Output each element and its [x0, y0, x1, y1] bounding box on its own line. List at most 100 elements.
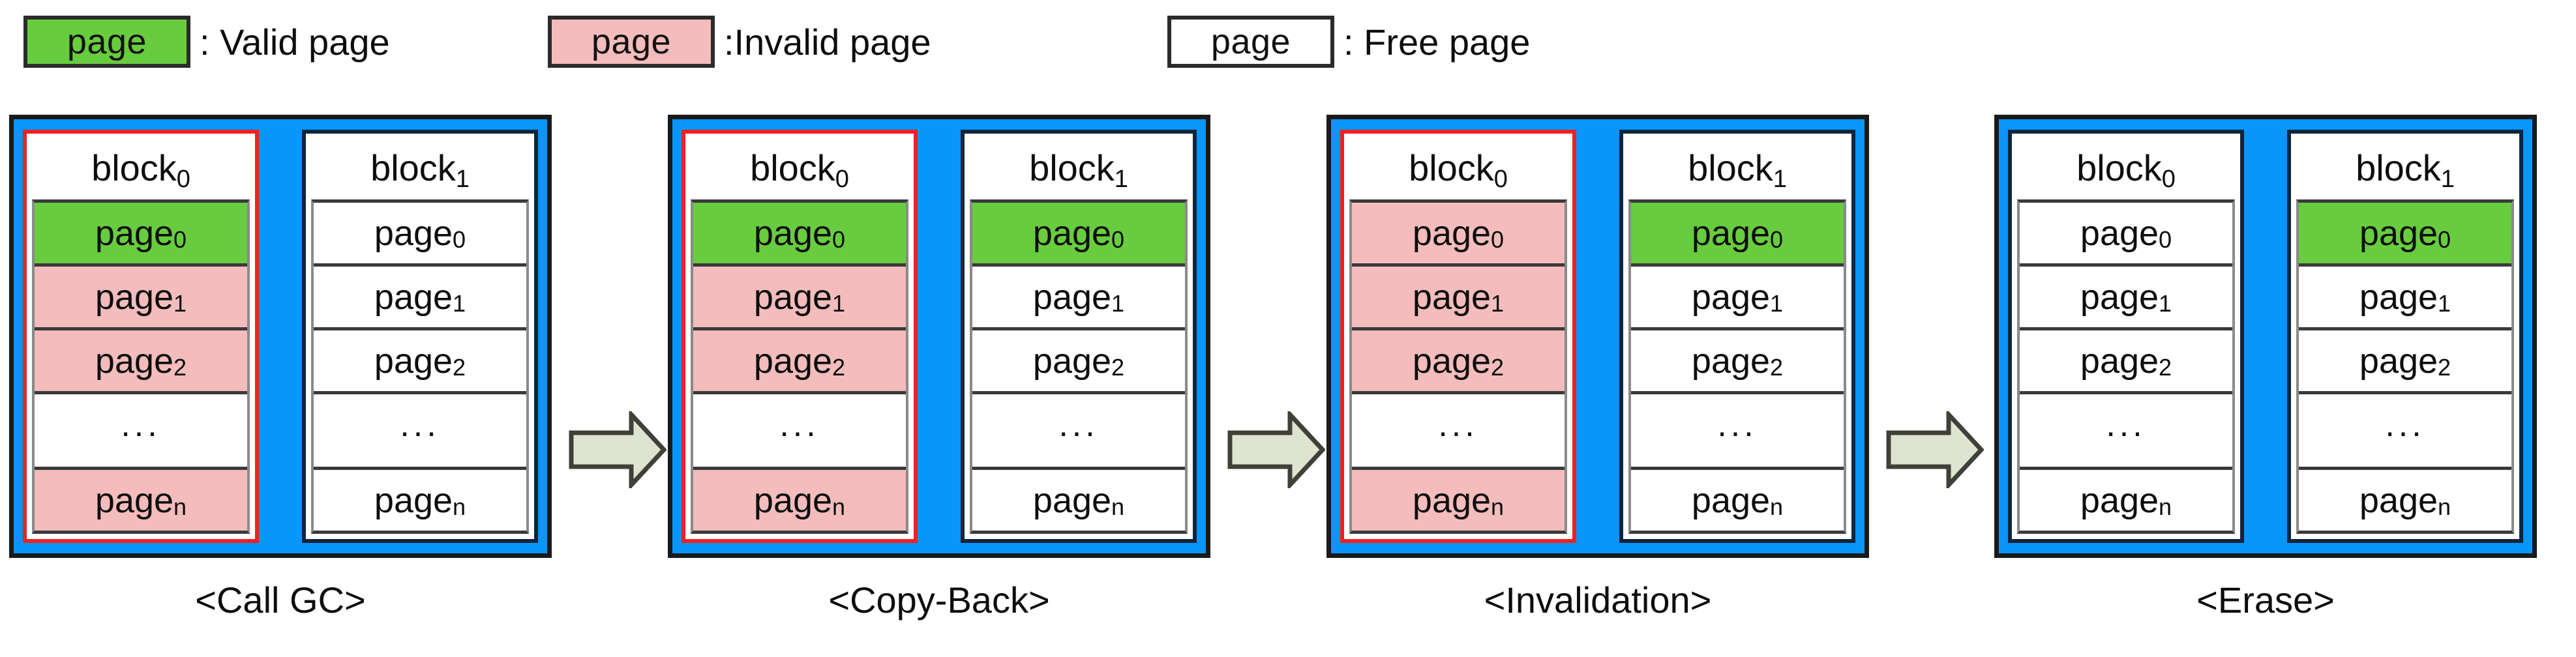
- page-cell-label: page: [1691, 213, 1771, 253]
- page-cell-label: page: [2359, 213, 2438, 253]
- block-title: block0: [2017, 137, 2235, 199]
- page-cell-subscript: 1: [2438, 289, 2451, 317]
- page-ellipsis[interactable]: ...: [693, 394, 906, 470]
- page-ellipsis[interactable]: ...: [972, 394, 1185, 470]
- legend-item-invalid: page:Invalid page: [548, 0, 931, 83]
- block-title: block1: [1628, 137, 1846, 199]
- page-ellipsis[interactable]: ...: [1352, 394, 1565, 470]
- page-cell-label: ...: [1438, 405, 1478, 444]
- page-ellipsis[interactable]: ...: [1631, 394, 1844, 470]
- page-cell-label: page: [2080, 480, 2159, 520]
- page-cell-subscript: 2: [832, 353, 846, 381]
- block-title-text: block: [2076, 147, 2162, 188]
- page-cell-label: ...: [1058, 405, 1099, 444]
- page-cell-subscript: 2: [1111, 353, 1125, 381]
- block-title-text: block: [1409, 147, 1494, 188]
- page-cell-subscript: 1: [832, 289, 846, 317]
- block-title: block1: [2296, 137, 2514, 199]
- block-title-text: block: [1688, 147, 1773, 188]
- page-cell-subscript: 2: [1491, 353, 1505, 381]
- page-cell-subscript: 2: [2159, 353, 2172, 381]
- block-title-subscript: 0: [1493, 166, 1508, 193]
- legend-label-valid: : Valid page: [200, 21, 390, 63]
- page-cell-label: page: [374, 480, 453, 520]
- block-title-text: block: [91, 147, 177, 188]
- page-cell-subscript: 1: [173, 289, 187, 317]
- stage-label: <Erase>: [2196, 579, 2335, 620]
- page-cell-label: ...: [121, 405, 161, 444]
- page-cell-subscript: 0: [173, 226, 187, 253]
- page-cell-label: page: [374, 341, 453, 381]
- page-ellipsis[interactable]: ...: [2020, 394, 2232, 470]
- page-ellipsis[interactable]: ...: [35, 394, 247, 470]
- page-cell-subscript: n: [173, 493, 187, 520]
- page-cell-label: page: [1691, 277, 1771, 317]
- page-ellipsis[interactable]: ...: [314, 394, 526, 470]
- block-title: block1: [311, 137, 529, 199]
- page-cell-subscript: 1: [1111, 289, 1125, 317]
- page-cell-subscript: 2: [173, 353, 187, 381]
- page-cell-label: page: [1691, 341, 1771, 381]
- page-cell-label: page: [1691, 480, 1771, 520]
- page-cell-subscript: 0: [1491, 226, 1505, 253]
- page-cell-label: ...: [1717, 405, 1758, 444]
- page-cell-subscript: 0: [453, 226, 466, 253]
- page-ellipsis[interactable]: ...: [2299, 394, 2511, 470]
- page-cell-subscript: 1: [1770, 289, 1784, 317]
- page-cell-label: page: [1032, 341, 1112, 381]
- page-cell-subscript: 0: [832, 226, 846, 253]
- page-cell-subscript: 0: [2159, 226, 2172, 253]
- legend-item-free: page: Free page: [1167, 0, 1530, 83]
- page-cell-label: page: [1412, 213, 1491, 253]
- legend-label-free: : Free page: [1343, 21, 1531, 63]
- page-cell-label: page: [2080, 277, 2159, 317]
